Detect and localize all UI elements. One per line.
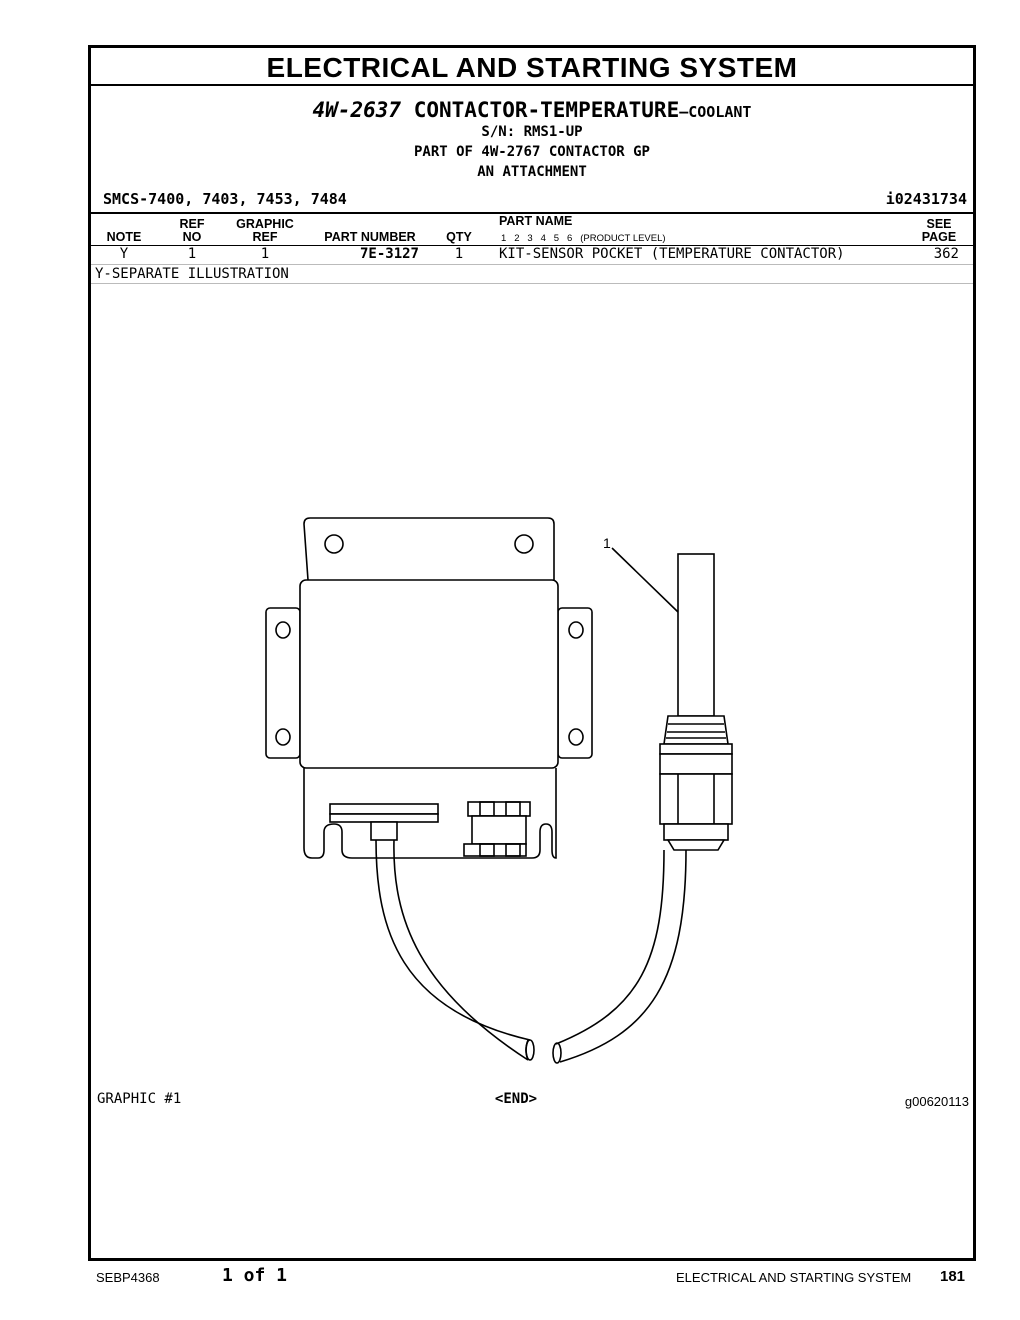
part-number-heading: 4W-2637	[312, 98, 402, 122]
separate-illustration-note: Y-SEPARATE ILLUSTRATION	[95, 266, 289, 282]
row-part-name: KIT-SENSOR POCKET (TEMPERATURE CONTACTOR…	[499, 246, 845, 262]
smcs-codes: SMCS-7400, 7403, 7453, 7484	[103, 190, 347, 208]
col-ref-no-top: REF	[179, 217, 205, 231]
row-note: Y	[119, 246, 129, 262]
note-divider	[91, 283, 973, 284]
col-qty: QTY	[446, 230, 472, 244]
col-part-number: PART NUMBER	[324, 230, 416, 244]
col-graphic-ref-top: GRAPHIC	[236, 217, 294, 231]
col-see-page-bottom: PAGE	[921, 230, 957, 244]
row-divider	[91, 264, 973, 265]
part-heading: 4W-2637 CONTACTOR-TEMPERATURE–COOLANT	[91, 98, 973, 122]
title-divider	[91, 84, 973, 86]
doc-id: SEBP4368	[96, 1270, 160, 1285]
row-qty: 1	[454, 246, 464, 262]
serial-number: S/N: RMS1-UP	[481, 124, 583, 140]
page-frame: ELECTRICAL AND STARTING SYSTEM 4W-2637 C…	[88, 45, 976, 1261]
header-rule	[91, 245, 973, 246]
row-ref-no: 1	[187, 246, 197, 262]
col-ref-no-bottom: NO	[182, 230, 202, 244]
attachment-label: AN ATTACHMENT	[477, 164, 587, 180]
footer-section: ELECTRICAL AND STARTING SYSTEM	[676, 1270, 912, 1285]
callout-number: 1	[603, 535, 611, 551]
col-see-page-top: SEE	[926, 217, 952, 231]
row-part-number: 7E-3127	[359, 246, 419, 262]
col-part-name: PART NAME	[499, 214, 573, 228]
table-top-rule	[91, 212, 973, 214]
information-id: i02431734	[885, 190, 967, 208]
page-number: 181	[940, 1268, 966, 1285]
end-marker: <END>	[494, 1091, 538, 1107]
part-of-group: PART OF 4W-2767 CONTACTOR GP	[413, 144, 650, 160]
col-graphic-ref-bottom: REF	[252, 230, 278, 244]
part-qualifier: –COOLANT	[679, 103, 752, 121]
part-name-heading: CONTACTOR-TEMPERATURE	[413, 98, 680, 122]
section-title: ELECTRICAL AND STARTING SYSTEM	[266, 52, 798, 83]
page-of: 1 of 1	[222, 1265, 288, 1286]
row-see-page: 362	[933, 246, 959, 262]
graphic-label: GRAPHIC #1	[97, 1091, 182, 1107]
row-graphic-ref: 1	[260, 246, 270, 262]
graphic-id: g00620113	[904, 1094, 969, 1109]
col-product-levels: 1 2 3 4 5 6 (PRODUCT LEVEL)	[501, 233, 666, 244]
col-note: NOTE	[106, 230, 142, 244]
